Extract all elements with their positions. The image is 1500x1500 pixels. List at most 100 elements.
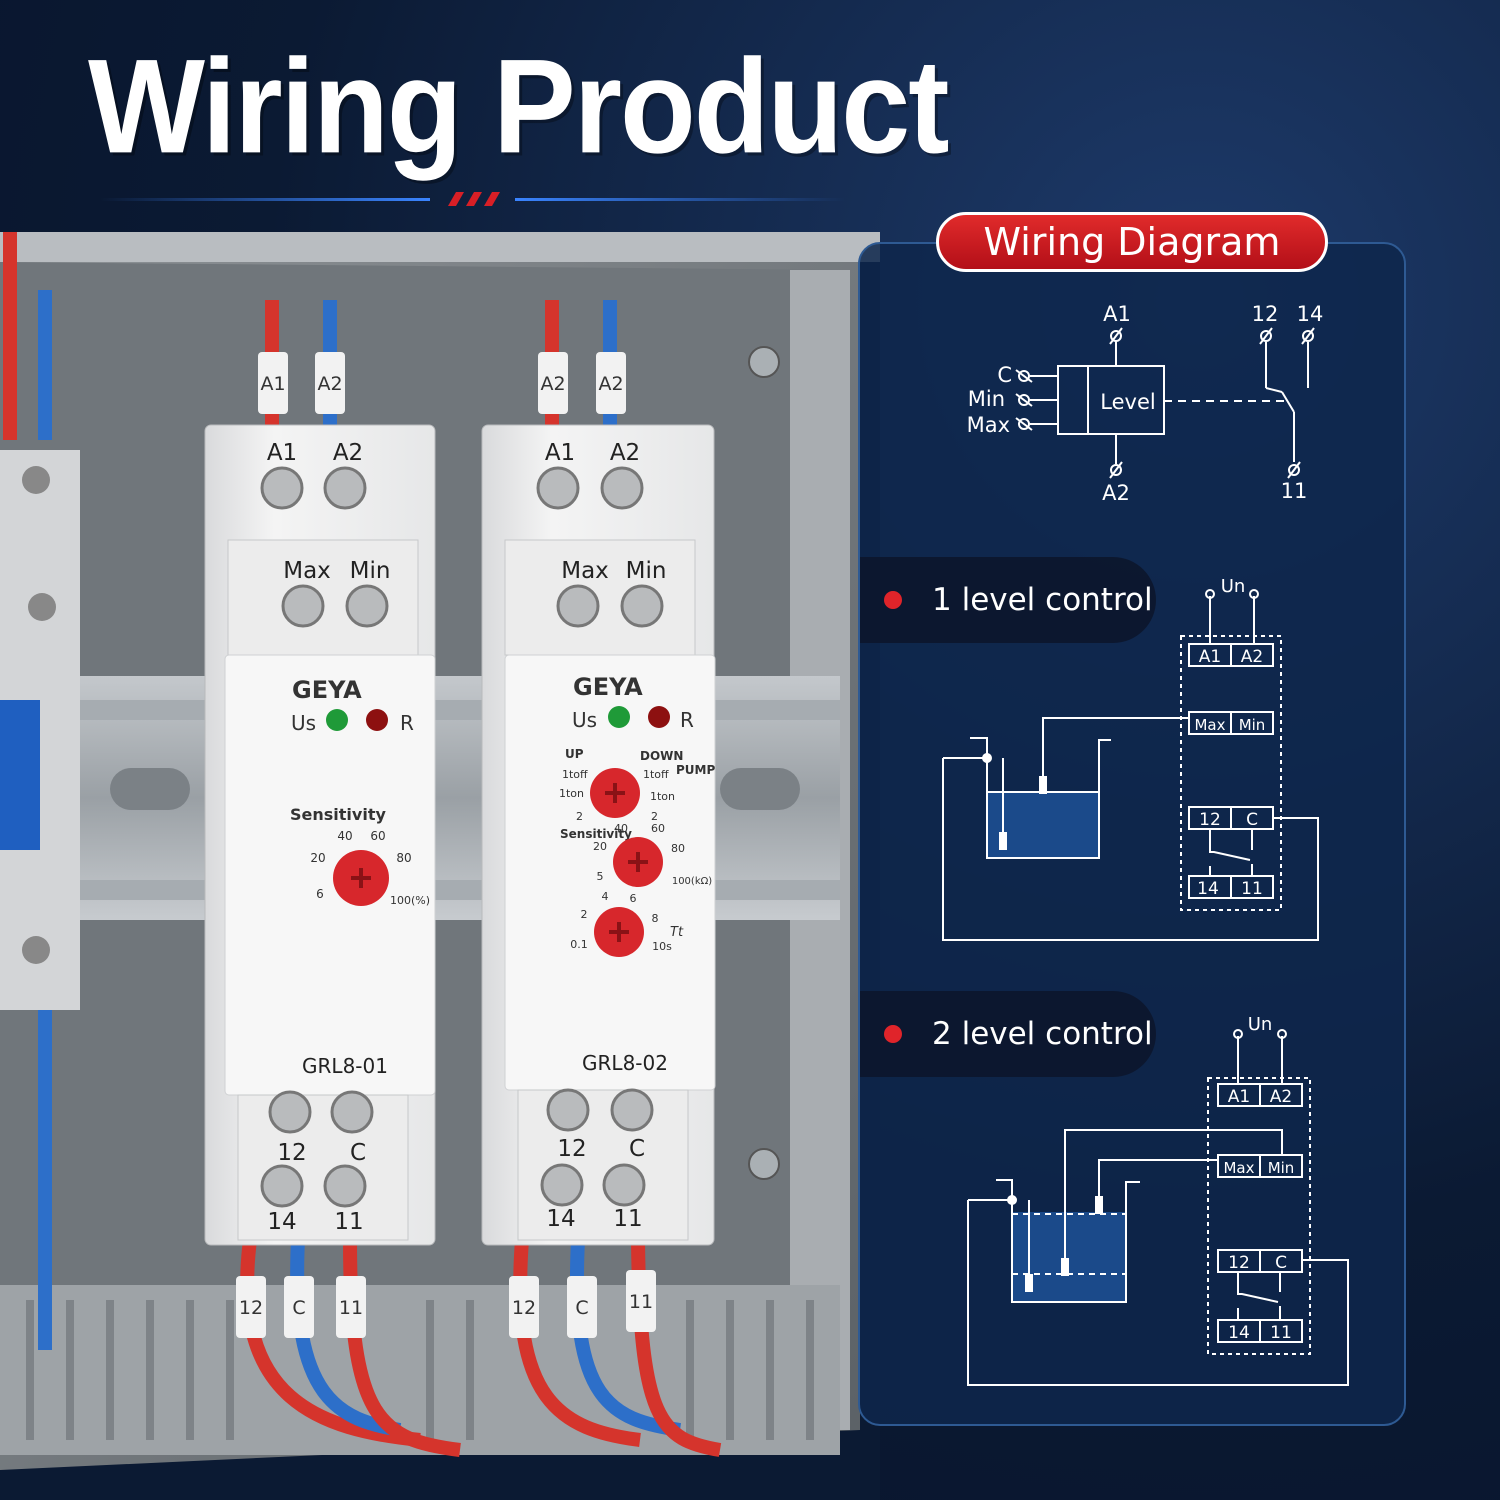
svg-text:C: C <box>629 1136 645 1162</box>
svg-text:Min: Min <box>1268 1159 1295 1177</box>
svg-text:C: C <box>1275 1253 1287 1273</box>
one-level-control-label: 1 level control <box>860 557 1156 643</box>
svg-text:UP: UP <box>565 747 584 761</box>
svg-text:Tt: Tt <box>670 925 684 940</box>
relay1-led-r-label: R <box>400 711 414 735</box>
svg-text:6: 6 <box>630 892 637 905</box>
svg-text:PUMP: PUMP <box>676 763 715 777</box>
svg-text:DOWN: DOWN <box>640 749 683 763</box>
svg-text:60: 60 <box>370 829 385 843</box>
schematic-level-label: Level <box>1100 390 1155 414</box>
svg-text:12: 12 <box>512 1297 536 1319</box>
relay2-brand: GEYA <box>573 673 643 701</box>
svg-text:1ton: 1ton <box>559 787 584 800</box>
bullet-icon <box>884 1025 902 1043</box>
product-photo: A1 A2 A1 A2 Max Min GEYA Us R Sensitivit… <box>0 232 880 1500</box>
svg-text:14: 14 <box>1197 879 1219 899</box>
schematic-14-label: 14 <box>1297 302 1324 326</box>
relay1-wire-tag-a1: A1 <box>260 373 285 395</box>
svg-text:C: C <box>575 1297 588 1319</box>
svg-text:5: 5 <box>597 870 604 883</box>
svg-text:Min: Min <box>1239 716 1266 734</box>
relay1-terminal-a1-label: A1 <box>267 440 297 466</box>
svg-text:11: 11 <box>613 1206 642 1232</box>
relay-grl8-01: A1 A2 A1 A2 Max Min GEYA Us R Sensitivit… <box>204 352 436 1338</box>
svg-text:Max: Max <box>1194 716 1225 734</box>
svg-text:1toff: 1toff <box>643 768 669 781</box>
svg-text:11: 11 <box>1241 879 1263 899</box>
relay1-sensitivity-label: Sensitivity <box>290 805 386 824</box>
svg-text:14: 14 <box>267 1209 296 1235</box>
svg-text:11: 11 <box>334 1209 363 1235</box>
svg-text:2: 2 <box>581 908 588 921</box>
relay1-brand: GEYA <box>292 676 362 704</box>
svg-text:C: C <box>350 1140 366 1166</box>
relay-schematic <box>1015 327 1315 479</box>
svg-text:100(kΩ): 100(kΩ) <box>672 876 712 887</box>
schematic-min-label: Min <box>968 387 1005 411</box>
svg-text:10s: 10s <box>652 940 672 953</box>
schematic-a2-label: A2 <box>1102 481 1130 505</box>
title-underline-right <box>515 198 845 201</box>
svg-text:1toff: 1toff <box>562 768 588 781</box>
svg-text:Un: Un <box>1221 576 1246 597</box>
svg-text:Un: Un <box>1248 1014 1273 1035</box>
svg-text:4: 4 <box>602 890 609 903</box>
page-title: Wiring Product <box>88 32 949 182</box>
svg-text:11: 11 <box>629 1291 653 1313</box>
svg-text:40: 40 <box>337 829 352 843</box>
svg-text:R: R <box>680 708 694 732</box>
relay2-wire-tag-2: A2 <box>598 373 623 395</box>
bullet-icon <box>884 591 902 609</box>
svg-text:1ton: 1ton <box>650 790 675 803</box>
relay2-wire-tag-1: A2 <box>540 373 565 395</box>
svg-text:11: 11 <box>1270 1323 1292 1343</box>
svg-text:Min: Min <box>626 558 667 584</box>
svg-text:Max: Max <box>1223 1159 1254 1177</box>
svg-text:80: 80 <box>396 851 411 865</box>
svg-text:12: 12 <box>557 1136 586 1162</box>
svg-text:C: C <box>1246 810 1258 830</box>
svg-text:A2: A2 <box>1270 1087 1292 1107</box>
relay-grl8-02: A2 A2 A1 A2 Max Min GEYA Us R UP DOWN PU… <box>481 352 716 1338</box>
svg-text:Us: Us <box>572 708 597 732</box>
svg-text:6: 6 <box>316 887 324 901</box>
schematic-11-label: 11 <box>1281 479 1308 503</box>
svg-text:2: 2 <box>651 810 658 823</box>
relay1-terminal-min-label: Min <box>350 558 391 584</box>
relay1-model: GRL8-01 <box>302 1054 388 1078</box>
svg-text:12: 12 <box>1228 1253 1250 1273</box>
relay1-terminal-a2-label: A2 <box>333 440 363 466</box>
svg-text:Sensitivity: Sensitivity <box>560 827 632 841</box>
relay1-led-us-label: Us <box>291 711 316 735</box>
svg-text:100(%): 100(%) <box>390 894 430 907</box>
svg-text:14: 14 <box>546 1206 575 1232</box>
two-level-diagram: Un A1 A2 Max Min 12 C 14 11 <box>967 1014 1349 1386</box>
svg-text:A1: A1 <box>545 440 575 466</box>
wiring-diagram-header: Wiring Diagram <box>936 212 1328 272</box>
svg-text:8: 8 <box>652 912 659 925</box>
schematic-max-label: Max <box>967 413 1010 437</box>
two-level-control-label: 2 level control <box>860 991 1156 1077</box>
svg-text:2: 2 <box>576 810 583 823</box>
relay1-wire-tag-a2: A2 <box>317 373 342 395</box>
svg-text:0.1: 0.1 <box>570 938 588 951</box>
schematic-c-label: C <box>997 363 1012 387</box>
title-underline-left <box>100 198 430 201</box>
one-level-diagram: Un A1 A2 Max Min 12 C 14 11 <box>942 576 1319 941</box>
svg-text:12: 12 <box>1199 810 1221 830</box>
svg-text:Max: Max <box>561 558 609 584</box>
svg-text:80: 80 <box>671 842 685 855</box>
schematic-12-label: 12 <box>1252 302 1279 326</box>
svg-text:A2: A2 <box>610 440 640 466</box>
svg-text:A1: A1 <box>1228 1087 1250 1107</box>
wiring-diagram-panel <box>858 242 1406 1426</box>
svg-text:60: 60 <box>651 822 665 835</box>
svg-text:A2: A2 <box>1241 647 1263 667</box>
relay2-model: GRL8-02 <box>582 1051 668 1075</box>
svg-text:A1: A1 <box>1199 647 1221 667</box>
svg-text:20: 20 <box>310 851 325 865</box>
schematic-a1-label: A1 <box>1103 302 1131 326</box>
title-slashes-decoration <box>448 192 500 206</box>
